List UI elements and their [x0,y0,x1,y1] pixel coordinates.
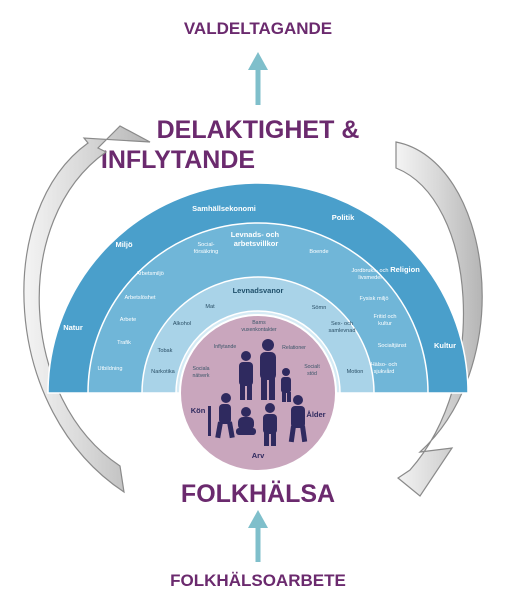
second-ring-item: Fysisk miljö [360,296,389,302]
second-ring-item-line: sjukvård [374,368,395,375]
second-ring-item: Arbetsmiljö [136,271,164,277]
second-ring-item-line: Fritid och [373,314,396,320]
second-ring-item-line: livsmedel [358,275,381,281]
third-ring-item-line: Sömn [312,305,327,311]
outer-item: Religion [390,265,420,274]
third-ring-item-line: samlevnad [328,328,355,334]
second-ring-item-line: kultur [378,321,392,327]
headline-line1: DELAKTIGHET & [157,116,360,144]
fourth-ring-item-line: nätverk [192,373,209,379]
third-ring-item: Motion [347,369,364,375]
core-circle [179,314,337,472]
core-item: Arv [252,451,265,460]
bottom-label: FOLKHÄLSOARBETE [170,571,346,590]
headline-line2: INFLYTANDE [101,146,255,174]
outer-title: Samhällsekonomi [192,204,256,213]
second-ring-item-line: Hälso- och [371,362,398,368]
third-title: Levnadsvanor [233,286,284,295]
second-ring-item-line: Fysisk miljö [360,296,389,302]
figure-right-lower [288,395,308,443]
figure-child [281,368,291,402]
second-ring-item: Boende [309,249,328,255]
up-arrow-bottom [248,510,268,562]
outer-item: Kultur [434,341,456,350]
fourth-ring-item-line: stöd [307,371,317,377]
core-item: Ålder [306,410,325,419]
figure-center-lower [263,403,277,446]
third-ring-item: Narkotika [151,369,176,375]
third-ring-item-line: Tobak [158,348,173,354]
right-curved-arrow [395,141,483,497]
fourth-ring-item: Relationer [282,345,306,351]
third-ring-item-line: Alkohol [173,321,191,327]
third-ring-item-line: Narkotika [151,369,176,375]
fourth-ring-item-line: Relationer [282,345,306,351]
third-ring-item-line: Motion [347,369,364,375]
outer-item: Politik [332,213,355,222]
top-label: VALDELTAGANDE [184,19,332,38]
fourth-ring-item: Inflytande [214,344,237,350]
second-ring-item: Arbete [120,317,136,323]
core-item: Kön [191,406,206,415]
up-arrow-top [248,52,268,105]
second-ring-item-line: Boende [309,249,328,255]
second-ring-item: Social-försäkring [194,242,219,255]
figure-walker-left [208,393,235,439]
third-ring-item-line: Mat [205,304,215,310]
left-curved-arrow [23,125,151,494]
second-ring-item-line: Utbildning [98,366,123,372]
second-ring-item-line: Arbetslöshet [124,295,156,301]
third-ring-item: Tobak [158,348,173,354]
second-ring-item-line: försäkring [194,249,219,255]
third-ring-item: Mat [205,304,215,310]
figure-adult-left [239,351,253,400]
second-ring-item: Trafik [117,340,131,346]
people-figures [208,339,308,446]
figure-crouching [236,407,256,435]
fourth-ring-item-line: Sociala [192,366,209,372]
second-ring-item-line: Trafik [117,340,131,346]
second-title-line: Levnads- och [231,230,280,239]
bottom-headline: FOLKHÄLSA [181,480,335,508]
second-ring-item-line: Jordbruks- och [352,268,389,274]
second-ring-item-line: Social- [197,242,214,248]
fourth-ring-item-line: Barns [252,320,266,326]
second-ring-item: Socialtjänst [378,343,407,349]
figure-adult-center [260,339,276,400]
second-ring-item-line: Socialtjänst [378,343,407,349]
second-ring-item: Arbetslöshet [124,295,156,301]
third-ring-item: Alkohol [173,321,191,327]
fourth-ring-item-line: vuxenkontakter [241,327,276,333]
second-ring-item-line: Arbete [120,317,136,323]
outer-item: Miljö [115,240,132,249]
outer-item: Natur [63,323,83,332]
fourth-ring-item-line: Socialt [304,364,320,370]
second-title: Levnads- och arbetsvillkor [231,230,281,248]
fourth-ring-item-line: Inflytande [214,344,237,350]
third-ring-item: Sömn [312,305,327,311]
second-ring-item: Utbildning [98,366,123,372]
third-ring-item-line: Sex- och [331,321,353,327]
second-title-line: arbetsvillkor [234,239,279,248]
second-ring-item-line: Arbetsmiljö [136,271,164,277]
